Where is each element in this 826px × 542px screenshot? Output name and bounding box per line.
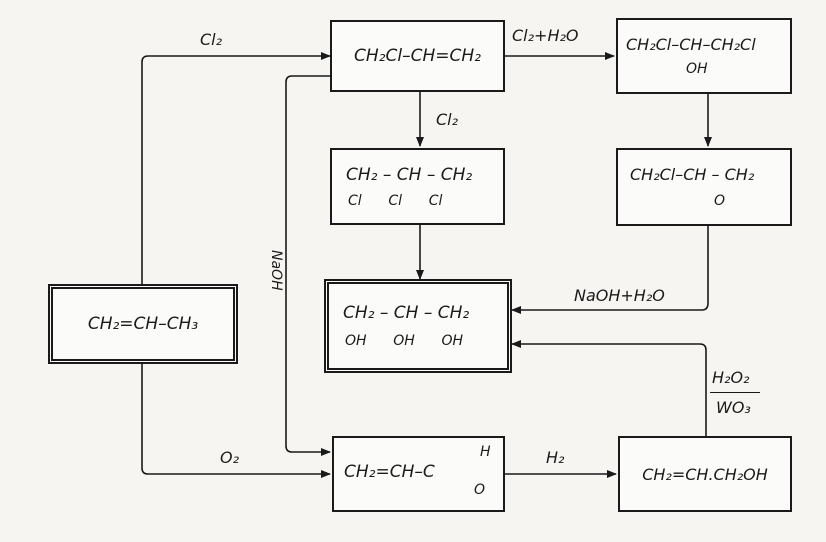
reagent-h2o2: H₂O₂ bbox=[712, 368, 750, 387]
glycerol-box: CH₂ – CH – CH₂ OH OH OH bbox=[324, 279, 512, 373]
trichloropropane-box: CH₂ – CH – CH₂ Cl Cl Cl bbox=[330, 148, 505, 225]
reagent-cl2-top: Cl₂ bbox=[200, 30, 223, 49]
reagent-h2: H₂ bbox=[546, 448, 565, 467]
arrow-allyl-chloride-to-acrolein bbox=[285, 75, 331, 456]
acrolein-box: CH₂=CH–C H O bbox=[332, 436, 505, 512]
glycerol-line-1: CH₂ – CH – CH₂ bbox=[343, 303, 470, 323]
arrow-propylene-to-acrolein bbox=[141, 364, 331, 478]
trichloropropane-line-1: CH₂ – CH – CH₂ bbox=[346, 164, 473, 185]
allyl-chloride-box: CH₂Cl–CH=CH₂ bbox=[330, 20, 505, 92]
arrow-allyl-alcohol-to-glycerol bbox=[511, 340, 707, 436]
acrolein-aldehyde-h: H bbox=[480, 444, 491, 460]
glycerol-line-2: OH OH OH bbox=[345, 333, 464, 349]
dichlorohydrin-line-1: CH₂Cl–CH–CH₂Cl bbox=[626, 35, 756, 54]
arrow-epichlorohydrin-to-glycerol bbox=[511, 226, 709, 314]
acrolein-aldehyde-o: O bbox=[474, 482, 486, 498]
reagent-wo3: WO₃ bbox=[716, 398, 751, 417]
reagent-naoh-water: NaOH+H₂O bbox=[574, 286, 665, 305]
trichloropropane-line-2: Cl Cl Cl bbox=[348, 192, 443, 209]
epichlorohydrin-line-1: CH₂Cl–CH – CH₂ bbox=[630, 165, 755, 184]
propylene-formula: CH₂=CH–CH₃ bbox=[87, 314, 199, 334]
allyl-alcohol-formula: CH₂=CH.CH₂OH bbox=[642, 464, 768, 484]
reagent-cl2-water: Cl₂+H₂O bbox=[512, 26, 579, 45]
reagent-o2: O₂ bbox=[220, 448, 240, 467]
allyl-chloride-formula: CH₂Cl–CH=CH₂ bbox=[354, 46, 481, 66]
allyl-alcohol-box: CH₂=CH.CH₂OH bbox=[618, 436, 792, 512]
dichlorohydrin-line-2: OH bbox=[686, 61, 708, 77]
dichlorohydrin-box: CH₂Cl–CH–CH₂Cl OH bbox=[616, 18, 792, 94]
acrolein-formula: CH₂=CH–C bbox=[344, 462, 435, 482]
reagent-cl2-down: Cl₂ bbox=[436, 110, 459, 129]
epichlorohydrin-box: CH₂Cl–CH – CH₂ O bbox=[616, 148, 792, 226]
reagent-fraction-bar bbox=[710, 392, 760, 393]
reagent-naoh: NaOH bbox=[268, 250, 284, 291]
propylene-box: CH₂=CH–CH₃ bbox=[48, 284, 238, 364]
epichlorohydrin-line-2: O bbox=[714, 193, 726, 209]
arrow-propylene-to-allyl-chloride bbox=[141, 52, 331, 284]
